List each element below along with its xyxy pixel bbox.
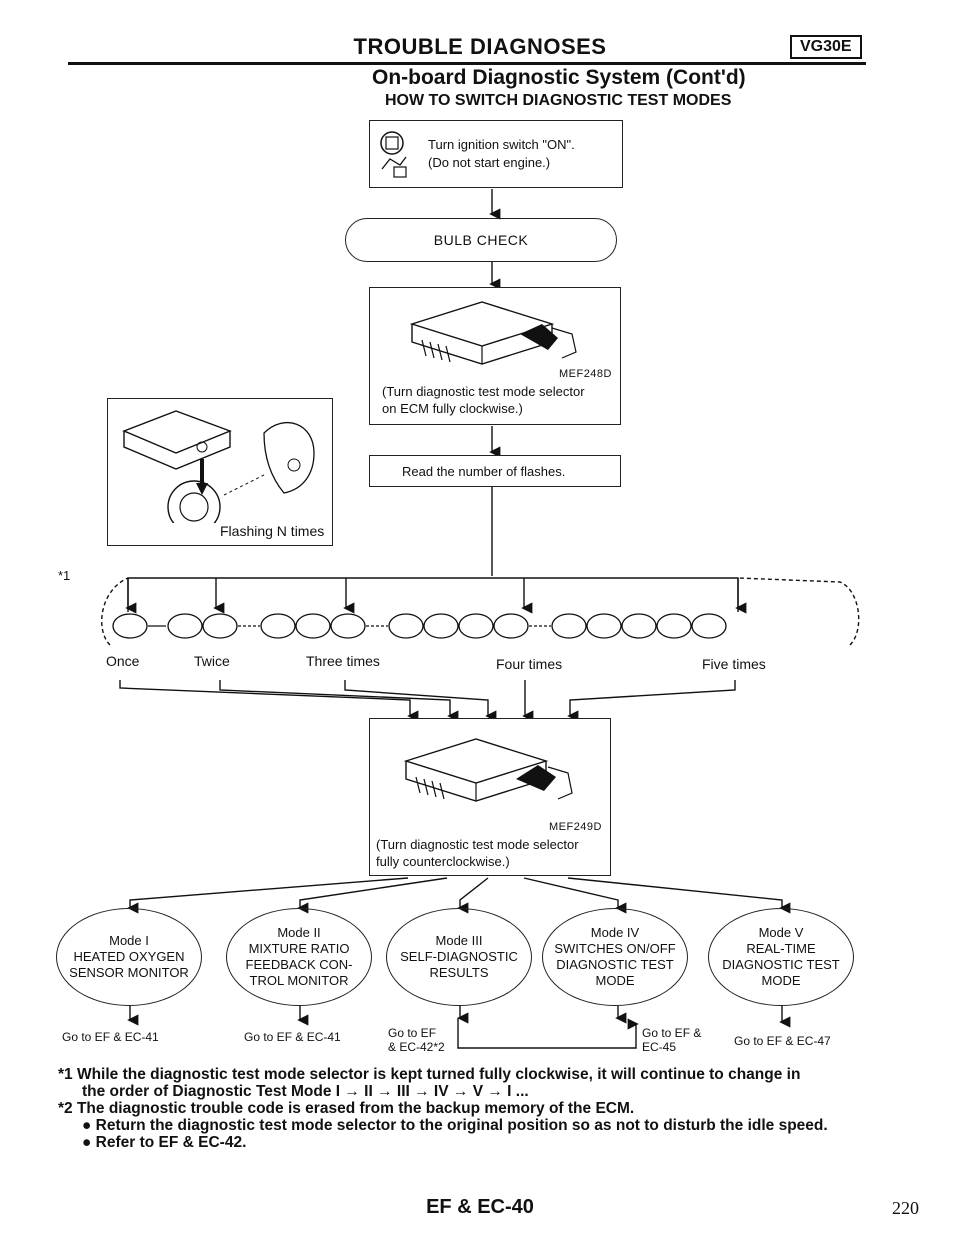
mode-3-reference-cont: & EC-42*2 [388, 1040, 445, 1054]
ecm-counterclockwise-box: MEF249D (Turn diagnostic test mode selec… [369, 718, 611, 876]
mode-4-desc-2: DIAGNOSTIC TEST [556, 957, 674, 972]
mode-3-desc-2: RESULTS [429, 965, 489, 980]
ecm-counterclockwise-instruction: (Turn diagnostic test mode selector [376, 837, 579, 852]
mode-2-name: Mode II [277, 925, 321, 940]
page-title: TROUBLE DIAGNOSES [353, 34, 607, 59]
mode-1-desc-2: SENSOR MONITOR [69, 965, 189, 980]
note-marker-1: *1 [58, 568, 71, 583]
read-flashes-box: Read the number of flashes. [369, 455, 621, 487]
page-number: 220 [892, 1198, 919, 1218]
figure-code: MEF248D [558, 368, 612, 380]
mode-1-name: Mode I [109, 933, 149, 948]
mode-3-name: Mode III [435, 933, 483, 948]
ignition-step-box: Turn ignition switch "ON". (Do not start… [369, 120, 623, 188]
mode-4-desc-1: SWITCHES ON/OFF [554, 941, 676, 956]
mode-3-desc-1: SELF-DIAGNOSTIC [400, 949, 518, 964]
ecm-unit-illustration [409, 301, 577, 365]
ignition-note: (Do not start engine.) [428, 155, 551, 170]
mode-5-desc-2: DIAGNOSTIC TEST [722, 957, 840, 972]
mode-2-desc-2: FEEDBACK CON- [245, 957, 353, 972]
ignition-key-icon [380, 131, 407, 178]
footnote-1-cont: the order of Diagnostic Test Mode I → II… [82, 1083, 529, 1100]
section-code: EF & EC-40 [426, 1196, 534, 1218]
flashing-label: Flashing N times [220, 523, 325, 539]
ecm-counterclockwise-instruction-cont: fully counterclockwise.) [376, 854, 510, 869]
flash-count-five: Five times [702, 656, 766, 672]
mode-3-reference: Go to EF [388, 1026, 437, 1040]
mode-5-name: Mode V [758, 925, 804, 940]
mode-5-desc-1: REAL-TIME [746, 941, 816, 956]
mode-5-node: Mode V REAL-TIME DIAGNOSTIC TEST MODE [708, 908, 854, 1006]
lamp-flash-sequences [112, 613, 727, 639]
section-heading: HOW TO SWITCH DIAGNOSTIC TEST MODES [385, 92, 732, 109]
ecm-clockwise-box: MEF248D (Turn diagnostic test mode selec… [369, 287, 621, 425]
ecm-flashing-illustration [122, 410, 315, 523]
bulb-check-step: BULB CHECK [345, 218, 617, 262]
mode-4-node: Mode IV SWITCHES ON/OFF DIAGNOSTIC TEST … [542, 908, 688, 1006]
header-rule [68, 62, 866, 65]
read-flashes-text: Read the number of flashes. [402, 464, 566, 479]
mode-3-node: Mode III SELF-DIAGNOSTIC RESULTS [386, 908, 532, 1006]
flashing-illustration-box: Flashing N times [107, 398, 333, 546]
flash-count-twice: Twice [194, 653, 230, 669]
mode-2-desc-3: TROL MONITOR [249, 973, 349, 988]
mode-4-reference: Go to EF & [642, 1026, 702, 1040]
page-subtitle: On-board Diagnostic System (Cont'd) [372, 66, 746, 89]
bullet-note-2: ● Refer to EF & EC-42. [82, 1134, 247, 1151]
mode-2-desc-1: MIXTURE RATIO [248, 941, 350, 956]
bullet-note-1: ● Return the diagnostic test mode select… [82, 1117, 828, 1134]
mode-2-reference: Go to EF & EC-41 [244, 1030, 341, 1044]
mode-1-desc-1: HEATED OXYGEN [73, 949, 185, 964]
ecm-clockwise-instruction: (Turn diagnostic test mode selector [382, 384, 585, 399]
ecm-unit-illustration-2 [403, 738, 573, 802]
mode-4-desc-3: MODE [595, 973, 635, 988]
mode-4-reference-cont: EC-45 [642, 1040, 677, 1054]
mode-5-reference: Go to EF & EC-47 [734, 1034, 831, 1048]
flash-count-once: Once [106, 653, 140, 669]
ignition-instruction: Turn ignition switch "ON". [428, 137, 575, 152]
mode-4-name: Mode IV [590, 925, 640, 940]
mode-5-desc-3: MODE [761, 973, 801, 988]
ecm-clockwise-instruction-cont: on ECM fully clockwise.) [382, 401, 523, 416]
mode-1-node: Mode I HEATED OXYGEN SENSOR MONITOR [56, 908, 202, 1006]
model-badge: VG30E [790, 35, 862, 59]
footnote-2: *2 The diagnostic trouble code is erased… [58, 1100, 635, 1117]
mode-1-reference: Go to EF & EC-41 [62, 1030, 159, 1044]
flash-count-three: Three times [306, 653, 380, 669]
mode-2-node: Mode II MIXTURE RATIO FEEDBACK CON- TROL… [226, 908, 372, 1006]
footnote-1: *1 While the diagnostic test mode select… [58, 1066, 801, 1083]
flash-count-four: Four times [496, 656, 563, 672]
figure-code-2: MEF249D [548, 821, 602, 833]
